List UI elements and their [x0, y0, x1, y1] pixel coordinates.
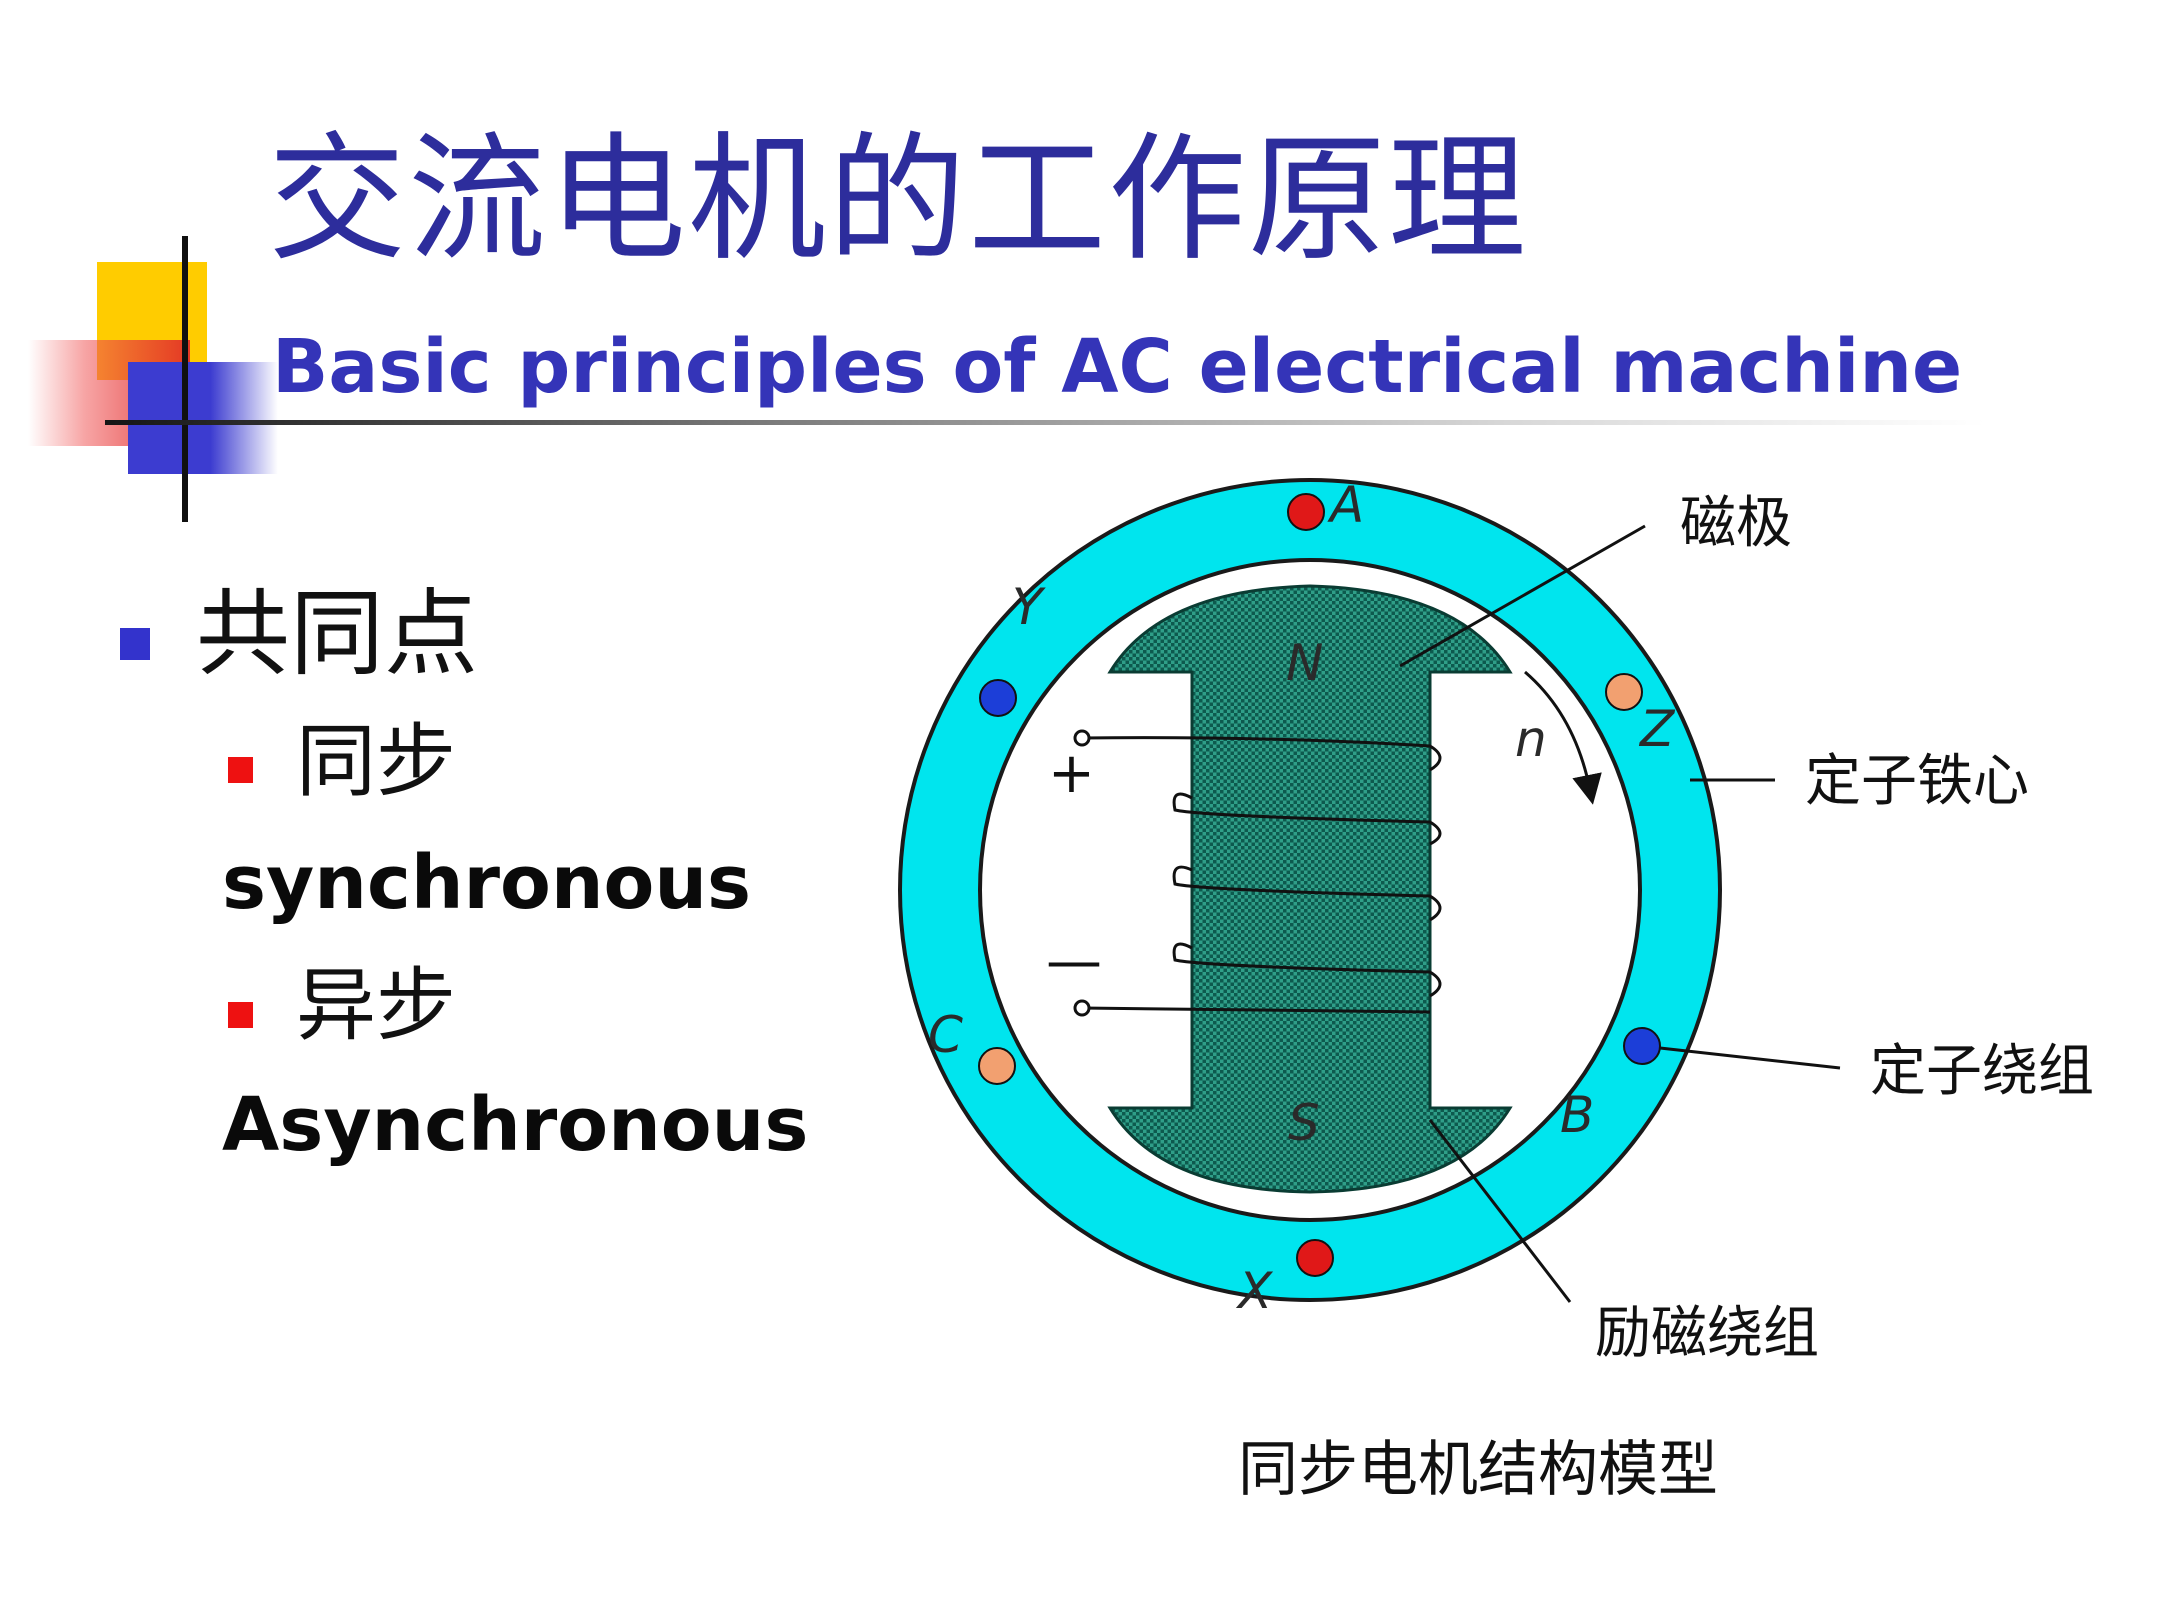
- winding-label-c: C: [928, 1006, 963, 1064]
- plus-label: +: [1048, 741, 1095, 806]
- sub-bullet-synchronous-cn: 同步: [296, 714, 456, 810]
- callout-field-winding: 励磁绕组: [1595, 1301, 1819, 1366]
- slide-title-chinese: 交流电机的工作原理: [268, 120, 1528, 280]
- winding-label-z: Z: [1638, 700, 1676, 758]
- bullet-point-common: 共同点: [196, 580, 478, 690]
- callout-stator-winding: 定子绕组: [1870, 1039, 2094, 1104]
- sub-bullet-square-icon: [228, 1002, 253, 1028]
- winding-label-y: Y: [1012, 578, 1046, 636]
- winding-conductor-y: [980, 680, 1016, 716]
- diagram-caption: 同步电机结构模型: [1238, 1435, 1718, 1505]
- winding-conductor-x: [1297, 1240, 1333, 1276]
- winding-label-b: B: [1560, 1086, 1594, 1144]
- winding-conductor-b: [1624, 1028, 1660, 1064]
- sub-bullet-square-icon: [228, 757, 253, 783]
- winding-label-a: A: [1327, 476, 1364, 534]
- synchronous-machine-diagram: + — N S n A X B Y C Z 磁极 定子铁心 定子绕组 励磁绕组: [870, 440, 2120, 1520]
- winding-conductor-c: [979, 1048, 1015, 1084]
- winding-label-x: X: [1235, 1262, 1274, 1320]
- bullet-square-icon: [120, 628, 150, 660]
- sub-bullet-asynchronous-en: Asynchronous: [222, 1080, 808, 1170]
- sub-bullet-asynchronous-cn: 异步: [296, 958, 456, 1054]
- terminal-minus-icon: [1075, 1001, 1089, 1015]
- slide-title-english: Basic principles of AC electrical machin…: [272, 322, 1962, 412]
- pole-label-north: N: [1286, 634, 1323, 692]
- winding-conductor-a: [1288, 494, 1324, 530]
- decor-vertical-line: [182, 236, 188, 522]
- title-underline: [105, 420, 1985, 425]
- sub-bullet-synchronous-en: synchronous: [222, 838, 751, 928]
- winding-conductor-z: [1606, 674, 1642, 710]
- callout-magnetic-pole: 磁极: [1680, 491, 1792, 556]
- pole-label-south: S: [1288, 1094, 1320, 1152]
- speed-label: n: [1515, 710, 1547, 768]
- minus-label: —: [1046, 929, 1102, 994]
- decor-blue-square: [128, 362, 278, 474]
- callout-stator-core: 定子铁心: [1805, 749, 2029, 814]
